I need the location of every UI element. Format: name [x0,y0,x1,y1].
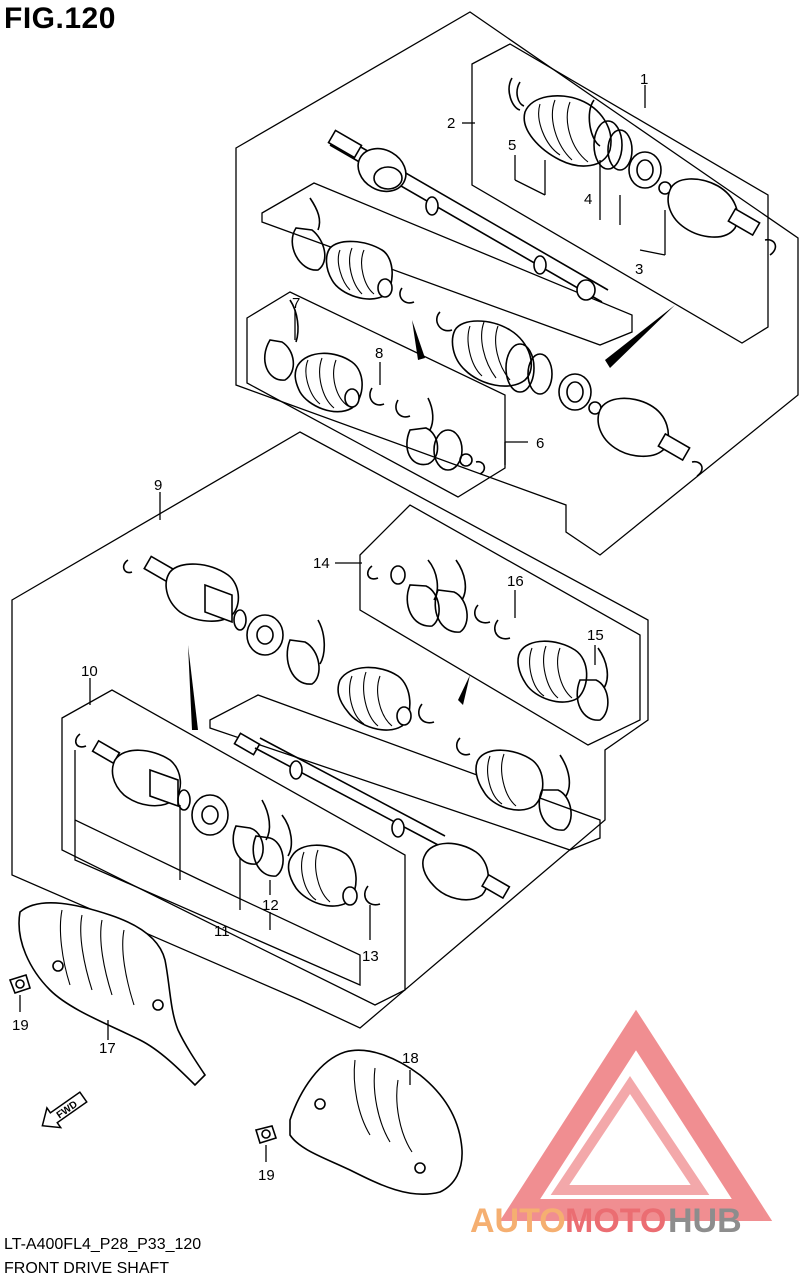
callout-7: 7 [292,295,300,312]
lower-drive-shaft [233,732,572,901]
front-guard-17 [18,902,207,1087]
upper-drive-shaft [327,129,609,303]
subgroup-boot-frame [261,182,633,346]
figure-code: LT-A400FL4_P28_P33_120 [4,1236,202,1253]
callout-1: 1 [640,71,648,88]
callout-19-left: 19 [12,1017,29,1034]
upper-leader-lines [294,85,666,465]
watermark-logo: AUTO MOTO HUB [470,1009,773,1240]
bolt-19-left [8,973,31,1012]
upper-assembly [235,11,799,556]
lower-assembly-frame [11,431,649,1029]
upper-assembly-frame [235,11,799,556]
figure-title: FIG.120 [4,2,116,35]
callout-numbers: 1 2 3 4 5 6 7 8 9 10 11 12 13 14 15 16 1… [12,71,648,1184]
callout-14: 14 [313,555,330,572]
callout-17: 17 [99,1040,116,1057]
rear-guard-18 [289,1049,463,1196]
lower-leader-lines [89,492,596,940]
inner-cv-joint [122,555,470,731]
callout-12: 12 [262,897,279,914]
subgroup-6-frame [246,291,506,498]
subgroup-14-frame [359,504,641,746]
callout-6: 6 [536,435,544,452]
boot-subgroup [291,197,703,477]
callout-5: 5 [508,137,516,154]
callout-4: 4 [584,191,592,208]
outer-cv-joint [508,77,777,256]
callout-18: 18 [402,1050,419,1067]
subgroup-10-frame [61,689,406,1006]
callout-3: 3 [635,261,643,278]
fwd-arrow-icon: FWD [41,1091,88,1129]
subgroup-6-parts [263,299,486,475]
subgroup-2-frame [471,43,769,344]
callout-13: 13 [362,948,379,965]
bolt-19-right [254,1125,278,1162]
callout-10: 10 [81,663,98,680]
watermark-text-moto: MOTO [565,1202,666,1240]
callout-16: 16 [507,573,524,590]
callout-15: 15 [587,627,604,644]
figure-caption: FRONT DRIVE SHAFT [4,1260,170,1277]
subgroup-14-parts [366,559,609,721]
callout-11: 11 [214,923,230,940]
callout-8: 8 [375,345,383,362]
watermark-text-auto: AUTO [470,1202,566,1240]
callout-9: 9 [154,477,162,494]
lower-assembly [11,431,649,1029]
watermark-triangle-icon [499,1009,773,1221]
watermark-text-hub: HUB [668,1202,742,1240]
subgroup-10-parts [74,733,381,907]
callout-19-right: 19 [258,1167,275,1184]
pointer-wedge [605,305,675,368]
callout-2: 2 [447,115,455,132]
